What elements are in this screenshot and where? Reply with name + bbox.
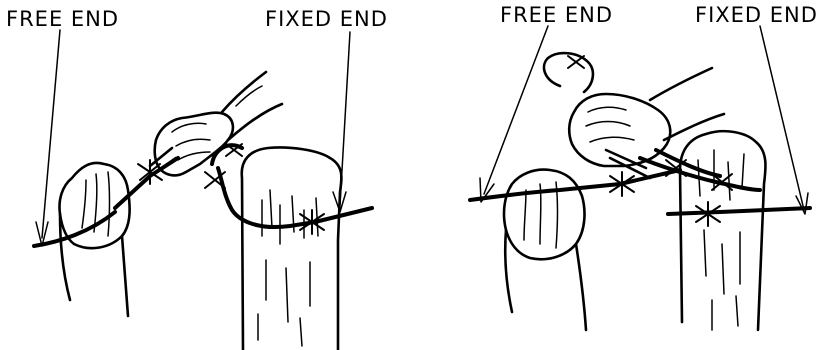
left-holding-hand bbox=[60, 163, 130, 316]
left-free-end-label: FREE END bbox=[6, 7, 119, 31]
right-wire-coil bbox=[544, 53, 593, 92]
left-fixed-end-label: FIXED END bbox=[265, 7, 388, 31]
left-barbs bbox=[138, 144, 324, 234]
left-panel: FREE END FIXED END bbox=[6, 7, 388, 350]
left-free-end-arrow bbox=[36, 30, 60, 246]
right-pliers-icon bbox=[606, 150, 650, 178]
right-free-end-label: FREE END bbox=[500, 3, 613, 27]
right-fence-post bbox=[680, 131, 766, 330]
left-pliers-hand bbox=[150, 72, 282, 175]
right-fixed-end-label: FIXED END bbox=[695, 3, 818, 27]
right-pliers-hand bbox=[544, 53, 724, 178]
right-fixed-end-arrow bbox=[760, 26, 808, 214]
right-fixed-wire bbox=[668, 208, 810, 214]
right-panel: FREE END FIXED END bbox=[470, 3, 818, 330]
left-fence-post bbox=[242, 147, 342, 350]
right-free-end-arrow bbox=[480, 26, 548, 202]
